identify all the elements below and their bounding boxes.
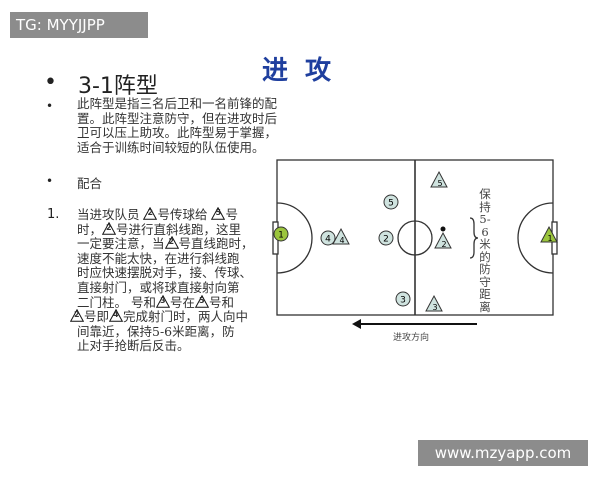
left-penalty-arc [276, 202, 313, 274]
text-segment: 止对手抢断后反击。 [77, 338, 190, 354]
text-line: 时应快速摆脱对手，接、传球、 [77, 265, 252, 280]
attacker-number: 4 [325, 235, 331, 245]
text-line: 止对手抢断后反击。 [77, 338, 190, 353]
text-line: 速度不能太快，在进行斜线跑 [77, 251, 240, 266]
bullet: • [44, 70, 57, 95]
text-segment: 号进行直斜线跑，这里 [116, 221, 242, 237]
text-segment: 直接射门，或将球直接射向第 [77, 280, 240, 295]
text-segment: 时应快速摆脱对手，接、传球、 [77, 265, 253, 281]
text-segment: 号传球给 [157, 207, 212, 222]
defender-triangle-icon: 2 [164, 236, 179, 249]
text-segment: 完成射门时，两人向中 [123, 309, 249, 325]
defender-1-triangle [540, 225, 558, 243]
subheading-coordination: 配合 [77, 176, 103, 191]
defender-number: 3 [432, 303, 437, 312]
attacker-4-circle [320, 230, 336, 246]
text-line: 间靠近，保持5-6米距离，防 [77, 324, 235, 339]
triangle-number: 2 [74, 310, 80, 320]
triangle-number: 5 [199, 295, 205, 305]
triangle-number: 2 [168, 237, 175, 247]
defense-distance-label: 保持5-6米的防守距离 [479, 187, 491, 314]
attacker-number: 3 [400, 296, 406, 306]
text-segment: 时， [77, 221, 103, 237]
attacker-1-circle [273, 226, 289, 242]
attacker-5-circle [383, 194, 399, 210]
attacker-number: 2 [383, 235, 389, 245]
defender-triangle-icon: 2 [70, 309, 84, 322]
watermark: www.mzyapp.com [418, 440, 588, 466]
bracket [469, 217, 479, 259]
defender-number: 2 [441, 240, 446, 249]
text-segment: 号和 [209, 294, 235, 310]
channel-tag: TG: MYYJJPP [10, 12, 148, 38]
text-segment: 号在 [169, 294, 195, 310]
triangle-number: 2 [147, 208, 154, 217]
list-number: 1. [47, 207, 60, 222]
defender-number: 1 [547, 234, 552, 243]
text-segment: 号直线跑时， [178, 236, 254, 252]
triangle-number: 2 [106, 222, 112, 232]
text-segment: 二门柱。 号和 [77, 294, 156, 310]
text-line: 时，2 号进行直斜线跑，这里 [77, 221, 242, 237]
triangle-number: 3 [159, 295, 166, 305]
defender-triangle-icon: 2 [143, 207, 158, 220]
defender-triangle-icon: 3 [155, 294, 170, 308]
attacker-number: 5 [388, 199, 394, 209]
arrow-head-icon [352, 319, 361, 329]
text-segment: 当进攻队员 [77, 207, 144, 222]
defender-2-triangle [434, 231, 452, 249]
right-penalty-arc [517, 202, 554, 274]
text-segment: 号 [225, 207, 238, 222]
text-segment: 一定要注意，当 [77, 236, 165, 252]
defender-4-triangle [332, 227, 350, 245]
defender-triangle-icon: 5 [211, 207, 226, 220]
slide-title: 进 攻 [262, 56, 336, 86]
defender-triangle-icon: 2 [102, 221, 117, 235]
defender-number: 5 [437, 179, 442, 188]
triangle-number: 5 [215, 208, 222, 217]
attacker-3-circle [395, 291, 411, 307]
defender-3-triangle [425, 294, 443, 312]
triangle-number: 4 [113, 310, 119, 320]
defender-triangle-icon: 4 [109, 309, 124, 322]
text-segment: 号即 [84, 309, 110, 325]
defender-triangle-icon: 5 [195, 294, 209, 308]
text-line: 直接射门，或将球直接射向第 [77, 280, 240, 295]
formation-description: 此阵型是指三名后卫和一名前锋的配置。此阵型注意防守，但在进攻时后卫可以压上助攻。… [77, 96, 278, 155]
text-segment: 速度不能太快，在进行斜线跑 [77, 250, 240, 266]
attacker-number: 1 [278, 231, 284, 241]
ball [440, 226, 446, 232]
center-circle [397, 220, 433, 256]
attack-direction-label: 进攻方向 [393, 333, 430, 343]
heading: 3-1阵型 [78, 74, 158, 99]
text-segment: 间靠近，保持5-6米距离，防 [77, 323, 235, 339]
bullet: • [46, 174, 54, 188]
attacker-2-circle [378, 230, 394, 246]
defender-number: 4 [339, 236, 344, 245]
defender-5-triangle [430, 170, 448, 188]
bullet: • [46, 99, 54, 113]
